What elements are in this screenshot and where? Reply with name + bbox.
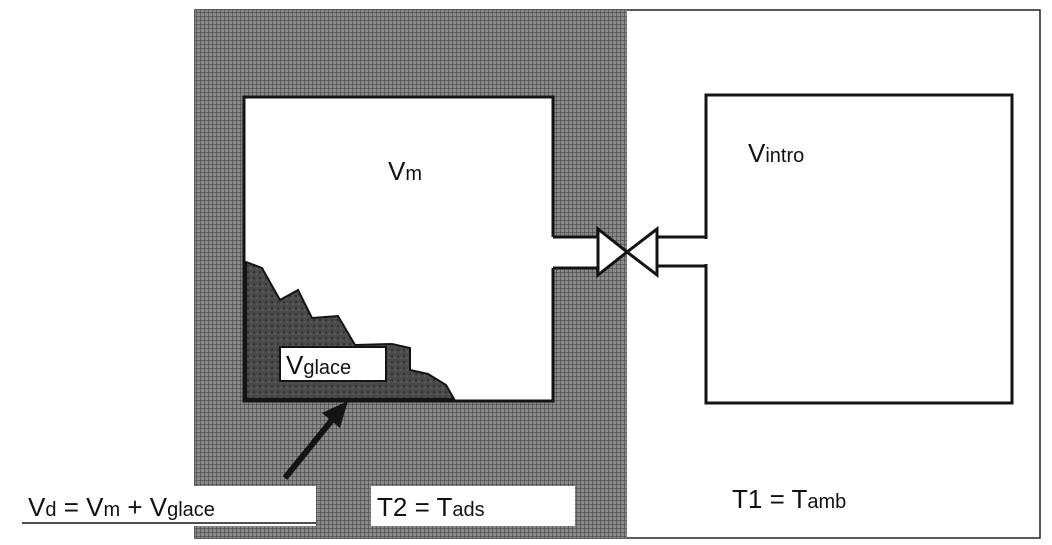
measurement-volume-label: Vm	[388, 156, 422, 186]
ambient-temp-label: T1 = Tamb	[732, 484, 846, 514]
tube-left-channel	[551, 237, 599, 268]
ice-label: Vglace	[286, 350, 351, 380]
intro-volume-label: Vintro	[748, 138, 804, 168]
cold-temp-box	[371, 486, 575, 526]
equation-box	[22, 486, 316, 526]
ice-label-box	[279, 346, 387, 382]
valve-icon	[596, 225, 659, 279]
cold-temp-label: T2 = Tads	[377, 492, 485, 522]
arrow-icon	[282, 401, 348, 480]
dead-volume-equation: Vd = Vm + Vglace	[28, 492, 215, 522]
